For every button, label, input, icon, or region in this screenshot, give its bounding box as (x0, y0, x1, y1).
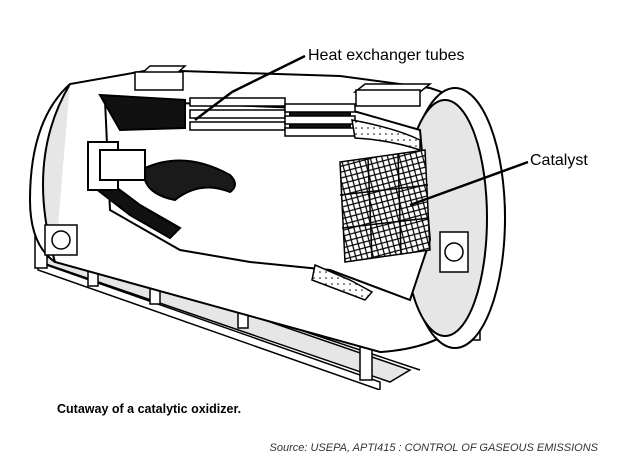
heat-exchanger-tubes (189, 97, 356, 137)
heat-exchanger-label: Heat exchanger tubes (308, 47, 465, 64)
figure-caption: Cutaway of a catalytic oxidizer. (57, 402, 242, 416)
catalyst-label: Catalyst (530, 152, 588, 169)
control-panels (44, 224, 469, 273)
insulated-wall (311, 119, 421, 301)
burner (87, 141, 236, 202)
leader-lines (194, 54, 529, 207)
catalyst-bed (339, 149, 431, 263)
top-hatches (134, 65, 433, 107)
catalytic-oxidizer-diagram (28, 54, 529, 390)
source-citation: Source: USEPA, APTI415 : CONTROL OF GASE… (269, 442, 598, 454)
